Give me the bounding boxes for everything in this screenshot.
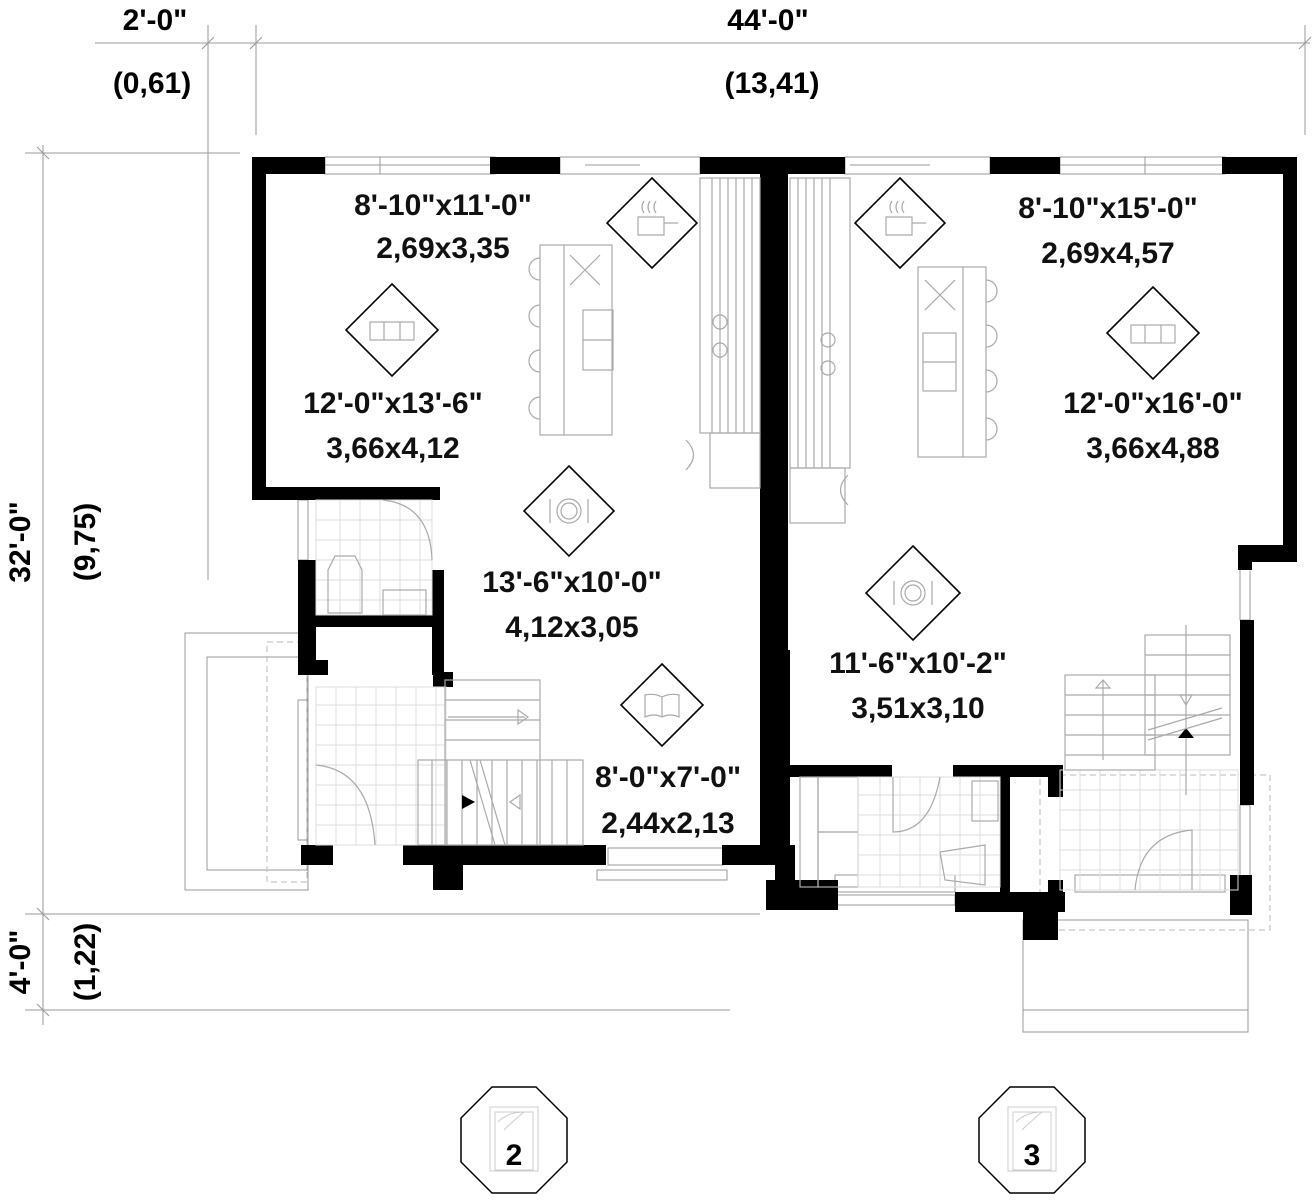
unit-2-living-metric: 3,66x4,12 (326, 432, 459, 465)
unit-3-kitchen-imperial: 8'-10"x15'-0" (1018, 192, 1198, 225)
dim-top-left-metric: (0,61) (113, 67, 191, 100)
cooking-pot-icon (853, 176, 947, 270)
unit-3-badge-number: 3 (1024, 1139, 1041, 1172)
plate-cutlery-icon (864, 544, 962, 642)
dim-top-left-imperial: 2'-0" (123, 4, 188, 37)
unit-3-dining-imperial: 11'-6"x10'-2" (829, 647, 1007, 680)
unit-2-kitchen-metric: 2,69x3,35 (376, 232, 509, 265)
dim-left-lower-imperial: 4'-0" (4, 930, 37, 995)
unit-2-study-imperial: 8'-0"x7'-0" (595, 761, 741, 794)
plate-cutlery-icon (522, 464, 616, 558)
dim-top-main-imperial: 44'-0" (727, 4, 808, 37)
dim-left-main-metric: (9,75) (69, 503, 102, 581)
dim-top-main-metric: (13,41) (724, 67, 819, 100)
sofa-icon (344, 282, 440, 378)
unit-2-kitchen-imperial: 8'-10"x11'-0" (354, 189, 532, 222)
entry-foyer-unit-2 (315, 679, 584, 846)
walls (252, 157, 1297, 940)
unit-2-study-metric: 2,44x2,13 (601, 807, 734, 840)
unit-2-living-imperial: 12'-0"x13'-6" (303, 387, 483, 420)
unit-2-badge-number: 2 (506, 1139, 523, 1172)
open-book-icon (619, 662, 705, 748)
unit-2-dining-metric: 4,12x3,05 (505, 611, 638, 644)
entry-stairs-unit-3 (1059, 625, 1239, 891)
unit-3-living-metric: 3,66x4,88 (1086, 432, 1219, 465)
laundry-bath-unit-3 (799, 776, 1001, 888)
dimension-lines (25, 25, 1312, 1025)
cooking-pot-icon (605, 176, 699, 270)
kitchen-fixtures-unit-3 (789, 177, 998, 524)
unit-2-badge[interactable]: 2 (460, 1086, 568, 1194)
sofa-icon (1105, 285, 1201, 381)
unit-3-kitchen-metric: 2,69x4,57 (1041, 237, 1174, 270)
unit-3-dining-metric: 3,51x3,10 (851, 692, 984, 725)
dim-left-lower-metric: (1,22) (69, 923, 102, 1001)
powder-room-unit-2 (315, 499, 433, 616)
kitchen-fixtures-unit-2 (528, 177, 761, 489)
unit-3-badge[interactable]: 3 (978, 1086, 1086, 1194)
dim-left-main-imperial: 32'-0" (4, 501, 37, 582)
unit-3-living-imperial: 12'-0"x16'-0" (1063, 387, 1243, 420)
unit-2-dining-imperial: 13'-6"x10'-0" (482, 566, 662, 599)
